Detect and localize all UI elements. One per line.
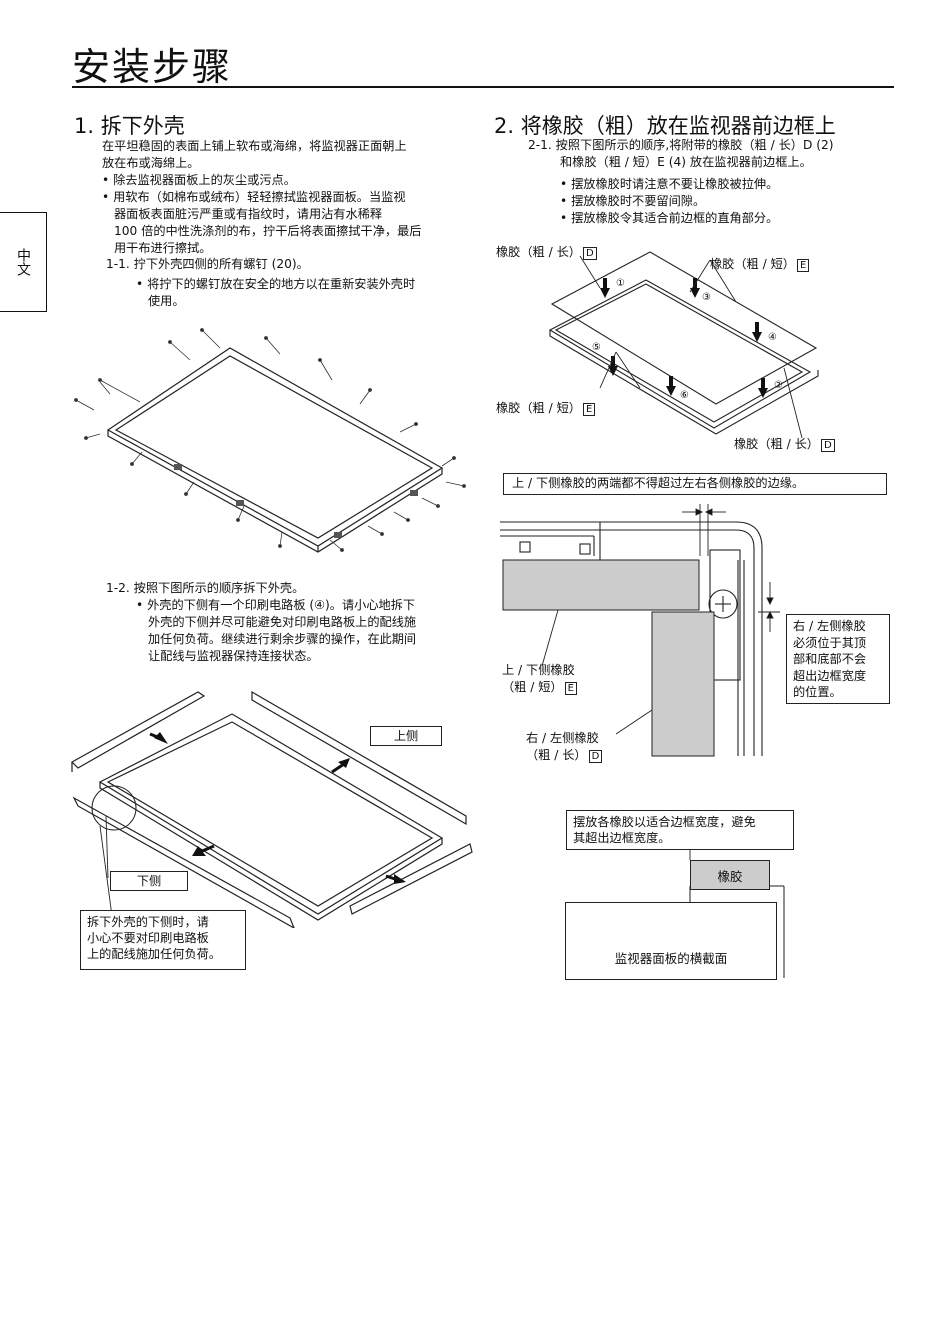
note-line: 加任何负荷。继续进行剩余步骤的操作，在此期间 <box>148 632 417 646</box>
intro-line: 放在布或海绵上。 <box>102 156 200 170</box>
note-line: • 摆放橡胶令其适合前边框的直角部分。 <box>560 211 779 225</box>
caution-box: 拆下外壳的下侧时，请 小心不要对印刷电路板 上的配线施加任何负荷。 <box>80 910 246 970</box>
order-number: ① <box>616 278 625 289</box>
screws-diagram <box>74 328 466 553</box>
label-short-left: 橡胶（粗 / 短）E <box>496 398 596 416</box>
note-line: • 将拧下的螺钉放在安全的地方以在重新安装外壳时 <box>136 277 416 291</box>
step-1-2-note: • 外壳的下侧有一个印刷电路板 (④)。请小心地拆下 外壳的下侧并尽可能避免对印… <box>136 597 416 665</box>
side-note-box: 右 / 左侧橡胶 必须位于其顶 部和底部不会 超出边框宽度 的位置。 <box>786 614 890 704</box>
caution-line: 小心不要对印刷电路板 <box>87 931 209 945</box>
step-1-1: 1-1. 拧下外壳四侧的所有螺钉 (20)。 <box>106 257 309 271</box>
note-line: 外壳的下侧并尽可能避免对印刷电路板上的配线施 <box>148 615 417 629</box>
order-number: ④ <box>768 332 777 343</box>
bullet-line: • 除去监视器面板上的灰尘或污点。 <box>102 173 296 187</box>
title-rule <box>72 86 894 88</box>
note-line: • 摆放橡胶时请注意不要让橡胶被拉伸。 <box>560 177 779 191</box>
side-note-line: 必须位于其顶 <box>793 635 867 650</box>
bullet-line: 器面板表面脏污严重或有指纹时，请用沾有水稀释 <box>114 207 383 221</box>
step-line: 2-1. 按照下图所示的顺序,将附带的橡胶（粗 / 长）D (2) <box>528 138 834 152</box>
note-line: 使用。 <box>148 294 185 308</box>
language-tab-label: 中文 <box>15 248 31 276</box>
label-long-bottom: 橡胶（粗 / 长）D <box>734 434 835 452</box>
side-note-line: 右 / 左侧橡胶 <box>793 619 866 633</box>
intro-line: 在平坦稳固的表面上铺上软布或海绵，将监视器正面朝上 <box>102 139 407 153</box>
bullet-line: 100 倍的中性洗涤剂的布，拧干后将表面擦拭干净，最后 <box>114 224 422 238</box>
section1-heading: 1. 拆下外壳 <box>74 114 185 138</box>
section1-intro: 在平坦稳固的表面上铺上软布或海绵，将监视器正面朝上 放在布或海绵上。 • 除去监… <box>102 138 421 257</box>
width-note-box: 摆放各橡胶以适合边框宽度，避免 其超出边框宽度。 <box>566 810 794 850</box>
part-code-e: E <box>564 682 577 695</box>
step-2-1-notes: • 摆放橡胶时请注意不要让橡胶被拉伸。 • 摆放橡胶时不要留间隙。 • 摆放橡胶… <box>560 176 778 227</box>
note-line: • 外壳的下侧有一个印刷电路板 (④)。请小心地拆下 <box>136 598 416 612</box>
part-code-d: D <box>820 439 835 452</box>
width-note-line: 其超出边框宽度。 <box>573 831 671 845</box>
panel-cross-section: 监视器面板的横截面 <box>565 902 777 980</box>
bezel-removal-diagram <box>71 690 473 928</box>
order-number: ⑤ <box>592 342 601 353</box>
side-note-line: 超出边框宽度 <box>793 668 867 683</box>
corner-detail-diagram <box>500 504 780 757</box>
order-number: ② <box>774 380 783 391</box>
label-bottom-side: 下侧 <box>110 871 188 891</box>
tb-rubber-line: （粗 / 短） <box>502 680 563 694</box>
page-title: 安装步骤 <box>72 45 233 89</box>
step-1-2: 1-2. 按照下图所示的顺序拆下外壳。 <box>106 581 305 595</box>
label-long-top: 橡胶（粗 / 长）D <box>496 242 597 260</box>
bullet-line: • 用软布（如棉布或绒布）轻轻擦拭监视器面板。当监视 <box>102 190 406 204</box>
caution-line: 拆下外壳的下侧时，请 <box>87 915 209 929</box>
step-line: 和橡胶（粗 / 短）E (4) 放在监视器前边框上。 <box>560 155 812 169</box>
rl-rubber-line: 右 / 左侧橡胶 <box>526 731 599 745</box>
step-1-1-note: • 将拧下的螺钉放在安全的地方以在重新安装外壳时 使用。 <box>136 276 415 310</box>
rubber-placement-diagram: ① ② ③ ④ ⑤ ⑥ <box>548 251 819 438</box>
part-code-d: D <box>588 750 603 763</box>
language-tab: 中文 <box>0 212 47 312</box>
edge-note-box: 上 / 下侧橡胶的两端都不得超过左右各侧橡胶的边缘。 <box>503 473 887 495</box>
order-number: ③ <box>702 292 711 303</box>
order-number: ⑥ <box>680 390 689 401</box>
label-top-side: 上侧 <box>370 726 442 746</box>
label-short-top: 橡胶（粗 / 短）E <box>710 254 810 272</box>
tb-rubber-line: 上 / 下侧橡胶 <box>502 663 575 677</box>
part-code-d: D <box>582 247 597 260</box>
rl-rubber-line: （粗 / 长） <box>526 748 587 762</box>
part-code-e: E <box>582 403 596 416</box>
caution-line: 上的配线施加任何负荷。 <box>87 947 222 961</box>
bullet-line: 用干布进行擦拭。 <box>114 241 212 255</box>
side-note-line: 部和底部不会 <box>793 652 867 666</box>
side-note-line: 的位置。 <box>793 685 842 699</box>
note-line: • 摆放橡胶时不要留间隙。 <box>560 194 706 208</box>
width-note-line: 摆放各橡胶以适合边框宽度，避免 <box>573 815 756 829</box>
rubber-block: 橡胶 <box>690 860 770 890</box>
note-line: 让配线与监视器保持连接状态。 <box>148 649 319 663</box>
section2-heading: 2. 将橡胶（粗）放在监视器前边框上 <box>494 114 836 138</box>
label-tb-rubber: 上 / 下侧橡胶 （粗 / 短）E <box>502 662 577 697</box>
step-2-1: 2-1. 按照下图所示的顺序,将附带的橡胶（粗 / 长）D (2) 和橡胶（粗 … <box>528 137 833 171</box>
label-rl-rubber: 右 / 左侧橡胶 （粗 / 长）D <box>526 730 603 765</box>
part-code-e: E <box>796 259 810 272</box>
